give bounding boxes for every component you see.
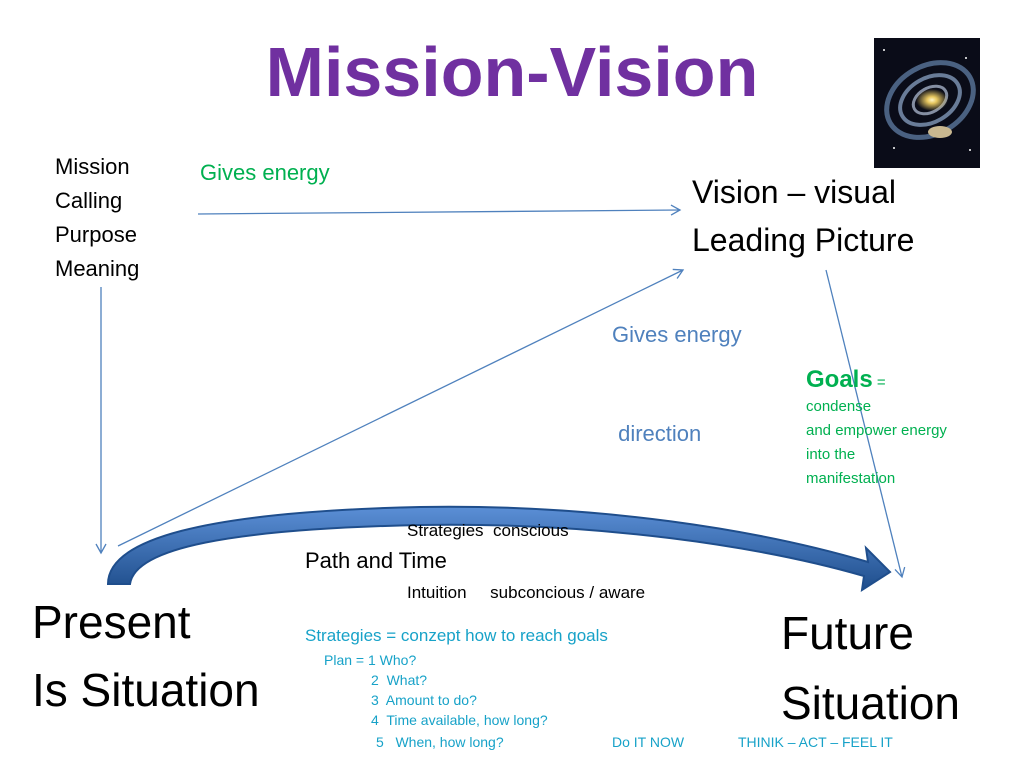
gives-energy-label: Gives energy xyxy=(200,160,330,185)
path-and-time-label: Path and Time xyxy=(305,548,447,573)
goals-equals: = xyxy=(872,374,886,391)
mission-item-mission: Mission xyxy=(55,154,130,179)
present-block: Present Is Situation xyxy=(32,588,260,724)
plan-line-4: 4 Time available, how long? xyxy=(371,712,548,728)
mission-item-meaning: Meaning xyxy=(55,256,140,281)
gives-energy-direction-label: Gives energy direction xyxy=(612,252,742,483)
curved-path-arrow xyxy=(106,505,892,593)
galaxy-image xyxy=(874,38,980,168)
arrow-vision-to-future xyxy=(825,269,906,579)
future-line-1: Future xyxy=(781,607,914,659)
gives-energy-direction-line-1: Gives energy xyxy=(612,322,742,347)
plan-line-1: Plan = 1 Who? xyxy=(324,652,417,668)
page-title: Mission-Vision xyxy=(265,33,759,111)
present-line-1: Present xyxy=(32,596,191,648)
future-line-2: Situation xyxy=(781,677,961,729)
mission-list: Mission Calling Purpose Meaning xyxy=(55,150,139,286)
future-block: Future Situation xyxy=(781,598,960,738)
intuition-label: Intuition subconcious / aware xyxy=(407,583,646,602)
strategies-conscious-label: Strategies conscious xyxy=(407,521,569,540)
strategies-definition: Strategies = conzept how to reach goals xyxy=(305,626,608,645)
vision-block: Vision – visual Leading Picture xyxy=(692,168,914,264)
vision-line-2: Leading Picture xyxy=(692,222,915,258)
goals-block: Goals = condense and empower energy into… xyxy=(806,368,947,491)
do-it-now-label: Do IT NOW xyxy=(612,734,685,750)
plan-line-3: 3 Amount to do? xyxy=(371,692,477,708)
arrow-present-to-vision xyxy=(117,268,685,547)
plan-line-5: 5 When, how long? xyxy=(376,734,504,750)
think-act-feel-label: THINIK – ACT – FEEL IT xyxy=(738,734,893,750)
goals-line-4: manifestation xyxy=(806,470,896,487)
goals-title: Goals xyxy=(806,366,873,393)
mission-item-calling: Calling xyxy=(55,188,123,213)
present-line-2: Is Situation xyxy=(32,664,260,716)
goals-line-1: condense xyxy=(806,398,872,415)
mission-item-purpose: Purpose xyxy=(55,222,137,247)
plan-line-2: 2 What? xyxy=(371,672,428,688)
arrow-mission-to-vision xyxy=(197,204,682,216)
goals-line-3: into the xyxy=(806,446,856,463)
gives-energy-direction-line-2: direction xyxy=(612,421,702,446)
goals-line-2: and empower energy xyxy=(806,422,947,439)
vision-line-1: Vision – visual xyxy=(692,174,896,210)
